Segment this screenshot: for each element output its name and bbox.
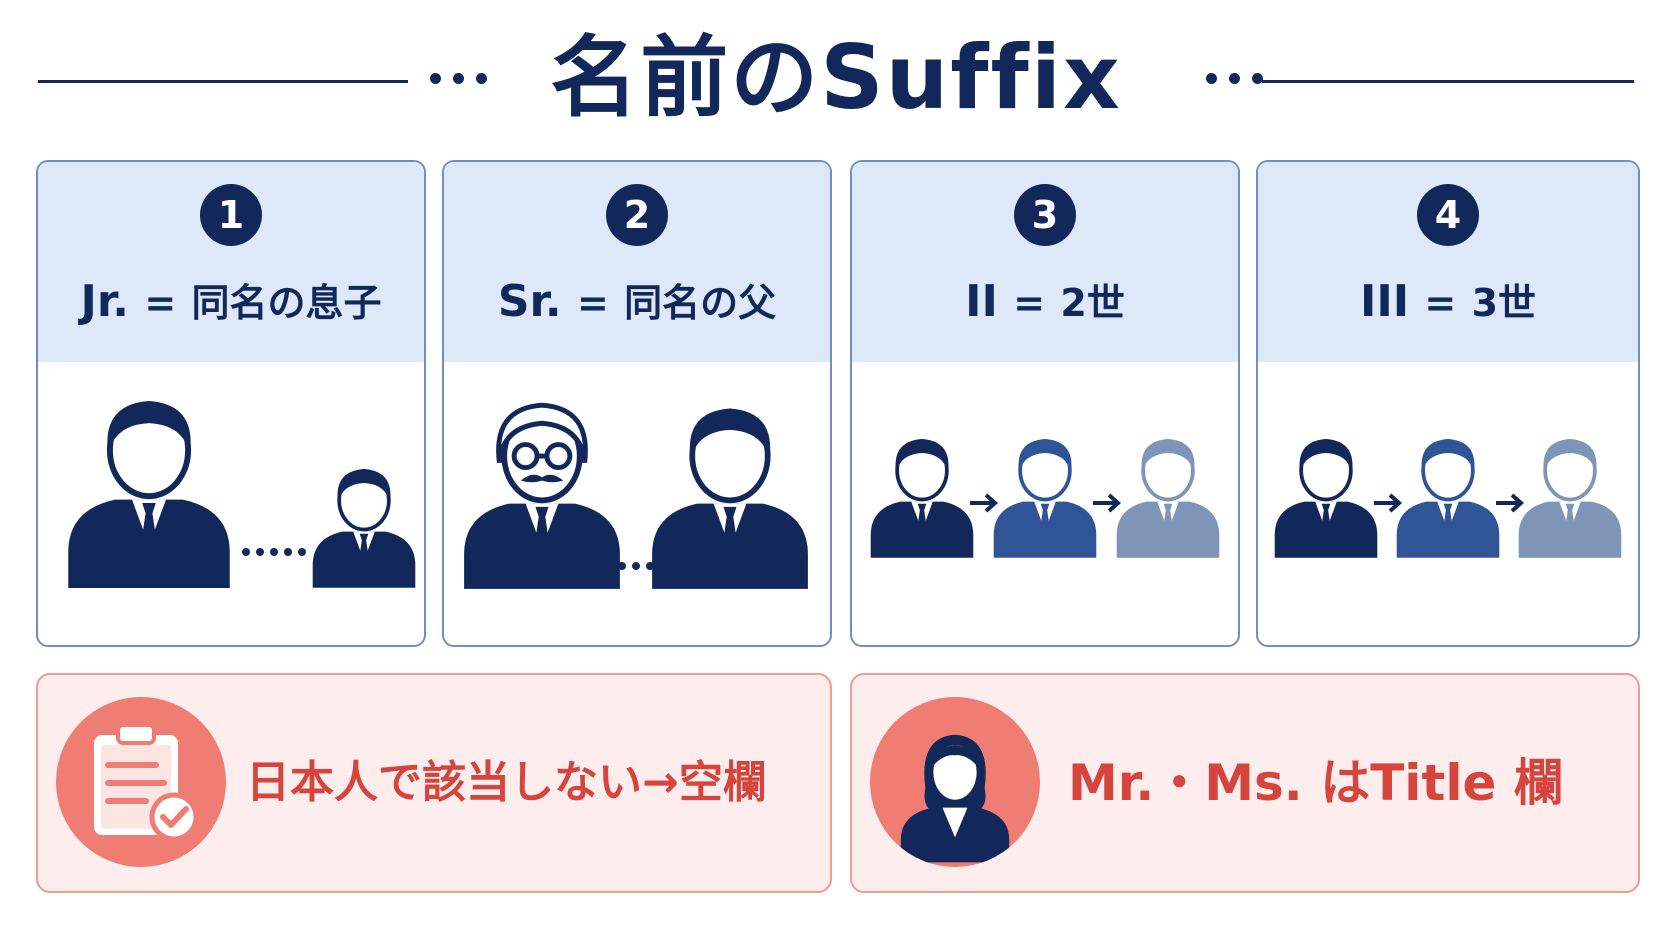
step-number: 3 — [1014, 184, 1076, 246]
clipboard-check-icon — [94, 723, 199, 842]
businesswoman-icon — [900, 734, 1010, 863]
generations-icon — [1258, 362, 1638, 645]
note-text: 日本人で該当しない→空欄 — [246, 757, 767, 808]
equals-sign: = — [144, 281, 177, 325]
card-ii: 3 II = 2世 — [850, 160, 1240, 647]
step-number: 2 — [606, 184, 668, 246]
card-label: Jr. = 同名の息子 — [38, 274, 424, 331]
suffix-meaning: 3世 — [1471, 281, 1537, 325]
equals-sign: = — [1013, 281, 1046, 325]
title-dots-left — [430, 73, 487, 84]
card-iii: 4 III = 3世 — [1256, 160, 1640, 647]
suffix-text: III — [1359, 276, 1410, 327]
card-label: II = 2世 — [852, 274, 1238, 331]
suffix-text: Sr. — [497, 276, 562, 327]
step-number: 1 — [200, 184, 262, 246]
suffix-meaning: 同名の父 — [624, 281, 777, 325]
card-header: 4 III = 3世 — [1258, 162, 1638, 362]
note-icon-circle — [870, 697, 1040, 867]
card-jr: 1 Jr. = 同名の息子 — [36, 160, 426, 647]
generations-icon — [852, 362, 1238, 645]
card-sr: 2 Sr. = 同名の父 — [442, 160, 832, 647]
title-row: 名前のSuffix — [0, 18, 1672, 129]
suffix-text: II — [965, 276, 998, 327]
title-dots-right — [1206, 73, 1263, 84]
father-son-icon — [38, 362, 418, 588]
note-text: Mr.・Ms. はTitle 欄 — [1068, 754, 1564, 812]
title-divider-right — [1262, 80, 1634, 83]
note-blank: 日本人で該当しない→空欄 — [36, 673, 832, 893]
equals-sign: = — [1424, 281, 1457, 325]
suffix-text: Jr. — [80, 276, 129, 327]
card-header: 2 Sr. = 同名の父 — [444, 162, 830, 362]
card-label: Sr. = 同名の父 — [444, 274, 830, 331]
page-title: 名前のSuffix — [550, 26, 1122, 129]
note-title-field: Mr.・Ms. はTitle 欄 — [850, 673, 1640, 893]
step-number: 4 — [1417, 184, 1479, 246]
equals-sign: = — [576, 281, 609, 325]
title-divider-left — [38, 80, 408, 83]
elder-father-son-icon — [444, 362, 830, 645]
card-header: 1 Jr. = 同名の息子 — [38, 162, 424, 362]
suffix-meaning: 同名の息子 — [191, 281, 382, 325]
suffix-meaning: 2世 — [1060, 281, 1125, 325]
card-label: III = 3世 — [1258, 274, 1638, 331]
note-icon-circle — [56, 697, 226, 867]
card-header: 3 II = 2世 — [852, 162, 1238, 362]
